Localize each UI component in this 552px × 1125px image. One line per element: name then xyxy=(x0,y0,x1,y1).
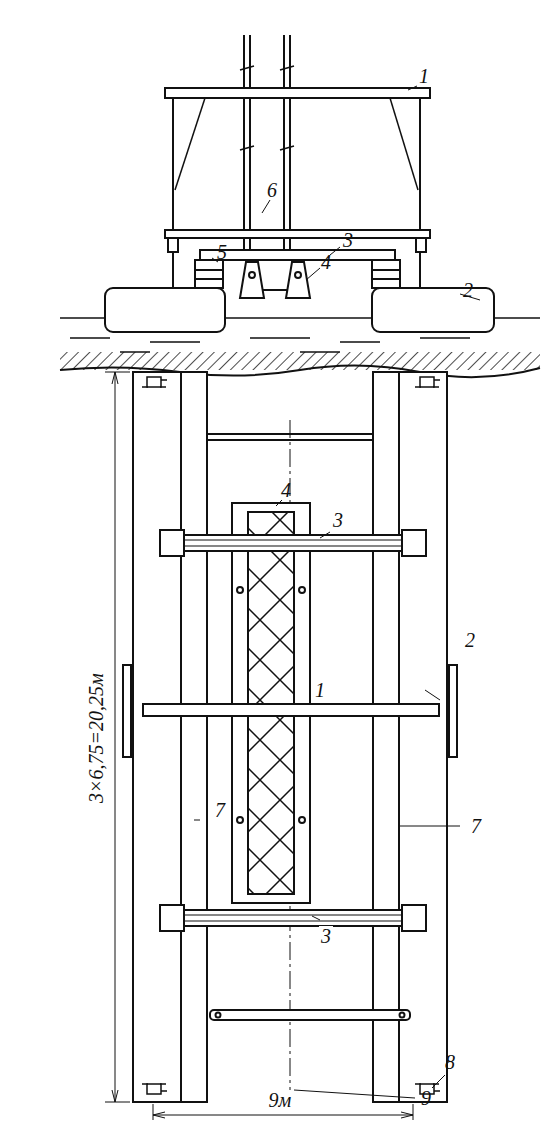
callout-number: 6 xyxy=(265,180,279,200)
callout-number: 8 xyxy=(443,1052,457,1072)
dimension-label: 3×6,75=20,25м xyxy=(86,671,106,805)
callout-number: 3 xyxy=(341,230,355,250)
callout-number: 3 xyxy=(319,926,333,946)
callout-number: 7 xyxy=(469,816,483,836)
callout-number: 3 xyxy=(331,510,345,530)
callout-number: 2 xyxy=(463,630,477,650)
callout-number: 4 xyxy=(319,252,333,272)
elevation xyxy=(60,35,540,352)
callout-number: 5 xyxy=(215,242,229,262)
callout-number: 9 xyxy=(419,1088,433,1108)
callout-number: 1 xyxy=(417,66,431,86)
callout-number: 9м xyxy=(267,1090,294,1110)
callout-number: 4 xyxy=(279,480,293,500)
plan xyxy=(60,352,540,1120)
callout-number: 7 xyxy=(213,800,227,820)
callout-number: 1 xyxy=(313,680,327,700)
callout-number: 2 xyxy=(461,280,475,300)
